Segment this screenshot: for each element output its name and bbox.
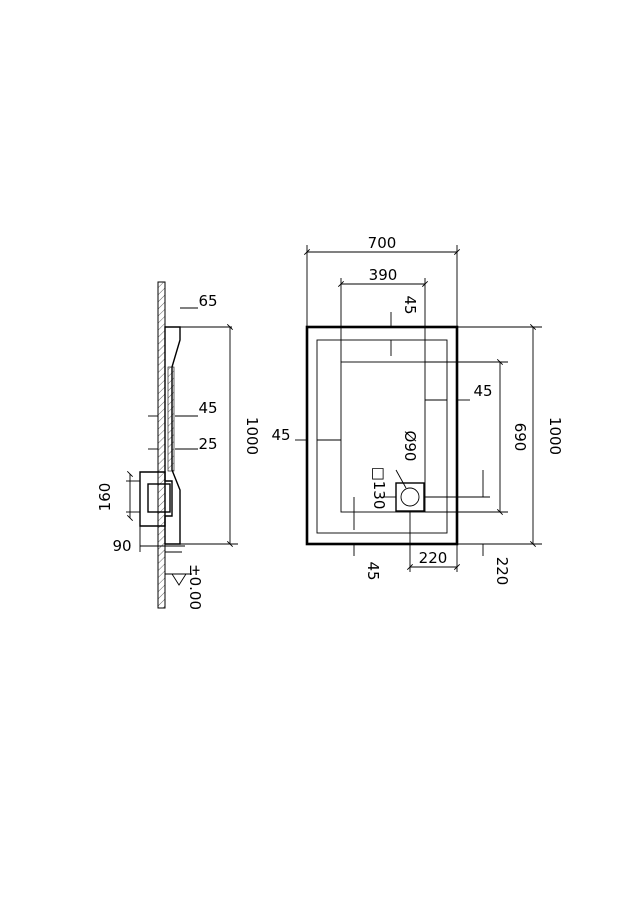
dim-section-rim-height: 65 <box>198 292 217 310</box>
dim-plan-top-rim: 45 <box>401 295 419 314</box>
drain-section <box>139 471 173 527</box>
dim-plan-drain-offset-y: 220 <box>493 557 511 586</box>
dim-plan-height: 1000 <box>546 417 564 455</box>
dim-section-recess: 25 <box>198 435 217 453</box>
label-drain-square: □130 <box>370 467 388 510</box>
dim-plan-drain-offset-x: 220 <box>419 549 448 567</box>
plan-view: 700 390 45 45 45 690 1000 Ø90 □130 <box>271 234 564 585</box>
dim-plan-inner-width: 390 <box>369 266 398 284</box>
dim-plan-left-rim: 45 <box>271 426 290 444</box>
tray-inner-rim <box>316 339 448 534</box>
drain-square <box>395 482 425 512</box>
dim-section-thickness: 45 <box>198 399 217 417</box>
label-floor-level: ±0.00 <box>186 564 204 610</box>
wall-section <box>157 281 166 609</box>
section-view: 65 45 25 1000 160 90 ±0.00 <box>96 281 261 610</box>
dim-plan-right-rim: 45 <box>473 382 492 400</box>
dim-section-height: 1000 <box>243 417 261 455</box>
dim-plan-bottom-rim: 45 <box>364 561 382 580</box>
dim-plan-inner-height: 690 <box>511 423 529 452</box>
floor-level-symbol <box>171 573 187 586</box>
dim-plan-width: 700 <box>368 234 397 252</box>
dim-section-drain-depth: 90 <box>112 537 131 555</box>
dim-section-drain-height: 160 <box>96 483 114 512</box>
tray-outline <box>305 325 459 546</box>
tray-basin <box>340 361 426 513</box>
label-drain-diameter: Ø90 <box>401 431 419 462</box>
tray-insulation <box>167 366 175 472</box>
drain-circle <box>400 487 420 507</box>
